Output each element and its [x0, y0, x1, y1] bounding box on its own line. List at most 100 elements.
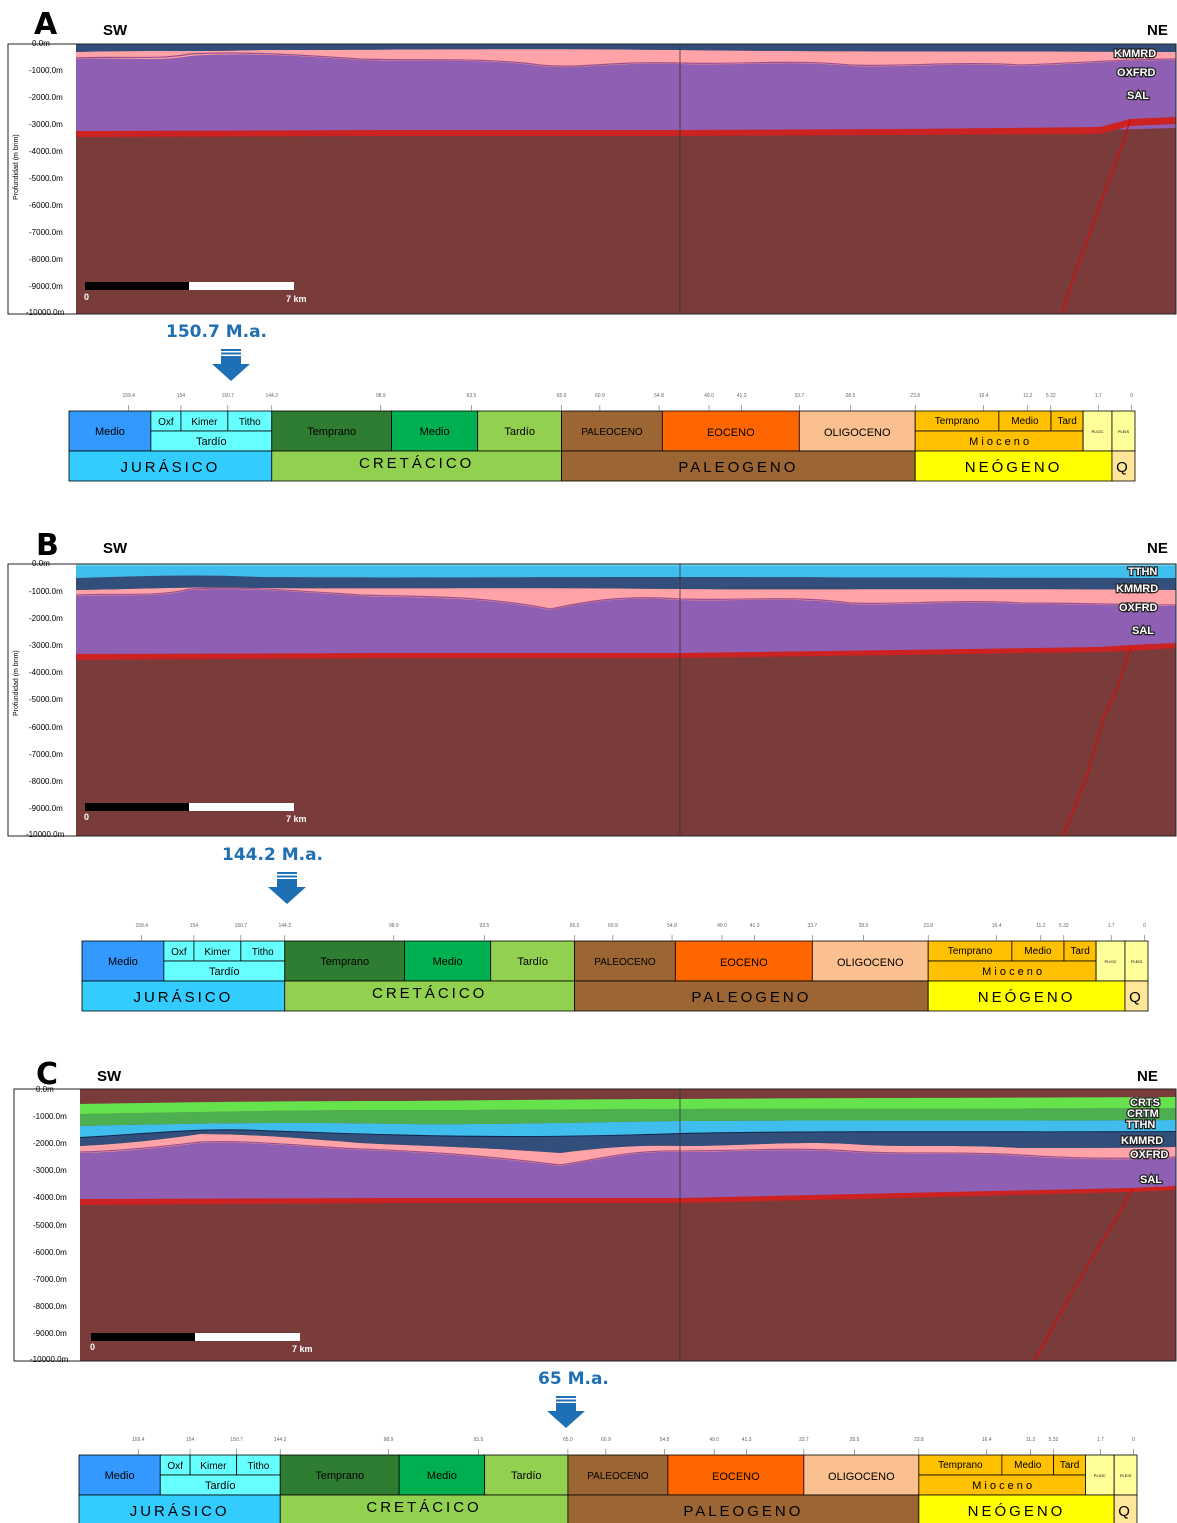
depth-tick: -8000.0m	[33, 1302, 67, 1311]
epoch-cre-medio	[404, 940, 492, 982]
panel-a: A SW NE 0 7 km KMMRD OXFRD SAL 0.0m -100…	[7, 7, 1177, 381]
age-tick-label: 41.3	[750, 923, 760, 929]
section-frame	[7, 563, 1177, 837]
depth-tick: -9000.0m	[29, 804, 63, 813]
age-tick-label: 0	[1143, 923, 1146, 929]
kmmrd-layer	[80, 1129, 1176, 1153]
age-tick-label: 23.8	[910, 393, 920, 399]
epoch-label: Medio	[108, 956, 138, 968]
layer-label-tthn: TTHN	[1128, 566, 1157, 578]
epoch-label: Tardío	[511, 1470, 542, 1482]
epoch-label: OLIGOCENO	[828, 1471, 895, 1483]
panel-letter: B	[36, 528, 59, 563]
scale-start-label: 0	[84, 292, 89, 302]
epoch-label: Medio	[95, 426, 125, 438]
sw-label: SW	[103, 540, 128, 557]
scale-bar-black	[91, 1333, 195, 1341]
depth-tick: -9000.0m	[33, 1329, 67, 1338]
age-tick-label: 60.9	[608, 923, 618, 929]
depth-tick: -5000.0m	[29, 695, 63, 704]
epoch-jur-medio	[68, 410, 152, 452]
period-quaternary	[1113, 1494, 1138, 1523]
epoch-jur-medio	[81, 940, 165, 982]
age-tick-label: 49.0	[704, 393, 714, 399]
depth-tick: -8000.0m	[29, 777, 63, 786]
age-tick-label: 1.7	[1108, 923, 1115, 929]
age-tick-label: 1.7	[1097, 1437, 1104, 1443]
depth-tick: -1000.0m	[33, 1112, 67, 1121]
age-label: 144.2 M.a.	[222, 845, 323, 865]
layer-label-sal: SAL	[1127, 90, 1149, 102]
scale-bar-black	[85, 282, 189, 290]
scale-end-label: 7 km	[286, 294, 307, 304]
epoch-label: EOCENO	[720, 957, 768, 969]
epoch-label: Medio	[105, 1470, 135, 1482]
age-tick-label: 28.5	[859, 923, 869, 929]
epoch-paleoceno	[567, 1454, 669, 1496]
epoch-label: PLEIS	[1120, 1473, 1132, 1478]
section-frame	[13, 1088, 1177, 1362]
sal-layer	[80, 1142, 1176, 1203]
age-tick-label: 65.0	[570, 923, 580, 929]
period-label: NEÓGENO	[965, 459, 1063, 476]
stage-label: Temprano	[948, 946, 993, 957]
epoch-label: PALEOCENO	[587, 1471, 649, 1482]
oxfrd-layer	[76, 49, 1176, 68]
age-tick-label: 16.4	[992, 923, 1002, 929]
age-tick-label: 150.7	[235, 923, 248, 929]
cross-section: 0 7 km CRTS CRTM TTHN KMMRD OXFRD SAL	[79, 1089, 1177, 1362]
salt-base-horizon	[76, 643, 1176, 660]
depth-axis-title: Profundidad (m bnm)	[13, 134, 20, 200]
age-tick-label: 11.2	[1026, 1437, 1036, 1443]
period-paleogeno	[574, 980, 929, 1012]
depth-tick: -1000.0m	[29, 587, 63, 596]
epoch-label: M i o c e n o	[969, 436, 1029, 448]
epoch-label: Tardío	[205, 1480, 236, 1492]
period-neogeno	[927, 980, 1126, 1012]
age-label: 65 M.a.	[538, 1369, 609, 1389]
epoch-label: Temprano	[320, 956, 369, 968]
scale-bar-black	[85, 803, 189, 811]
age-tick-label: 54.8	[660, 1437, 670, 1443]
age-tick-label: 11.2	[1036, 923, 1046, 929]
ne-label: NE	[1147, 540, 1168, 557]
epoch-label: Tardío	[209, 966, 240, 978]
scale-bar-white	[189, 803, 294, 811]
period-label: PALEOGENO	[683, 1503, 803, 1520]
period-label: Q	[1118, 1503, 1133, 1520]
age-tick-label: 23.8	[914, 1437, 924, 1443]
epoch-oligoceno	[811, 940, 929, 982]
panel-letter: C	[36, 1057, 58, 1092]
age-tick-label: 154	[177, 393, 186, 399]
stage-label: Tard	[1060, 1460, 1079, 1471]
period-cretacico	[284, 980, 575, 1012]
layer-label-kmmrd: KMMRD	[1114, 48, 1156, 60]
epoch-eoceno	[674, 940, 813, 982]
age-tick-label: 159.4	[132, 1437, 145, 1443]
age-tick-label: 41.3	[742, 1437, 752, 1443]
depth-tick: 0.0m	[32, 559, 50, 568]
age-tick-label: 16.4	[982, 1437, 992, 1443]
depth-tick: -2000.0m	[29, 93, 63, 102]
depth-tick: -10000.0m	[30, 1355, 69, 1364]
epoch-cre-tardio	[477, 410, 562, 452]
epoch-label: PLIOC	[1094, 1473, 1106, 1478]
age-tick-label: 60.9	[601, 1437, 611, 1443]
depth-tick: -7000.0m	[33, 1275, 67, 1284]
age-tick-label: 93.5	[474, 1437, 484, 1443]
age-tick-label: 150.7	[222, 393, 235, 399]
salt-base-horizon	[80, 1186, 1176, 1205]
period-label: NEÓGENO	[968, 1503, 1066, 1520]
epoch-cre-temprano	[284, 940, 405, 982]
layer-label-oxfrd: OXFRD	[1119, 602, 1158, 614]
age-tick-label: 154	[186, 1437, 195, 1443]
stage-label: Kimer	[191, 417, 218, 428]
age-tick-label: 98.9	[389, 923, 399, 929]
epoch-cre-temprano	[279, 1454, 400, 1496]
age-tick-label: 0	[1130, 393, 1133, 399]
age-tick-label: 98.9	[384, 1437, 394, 1443]
age-tick-label: 33.7	[807, 923, 817, 929]
epoch-label: Tardío	[517, 956, 548, 968]
stage-label: Oxf	[158, 417, 174, 428]
scale-end-label: 7 km	[286, 814, 307, 824]
